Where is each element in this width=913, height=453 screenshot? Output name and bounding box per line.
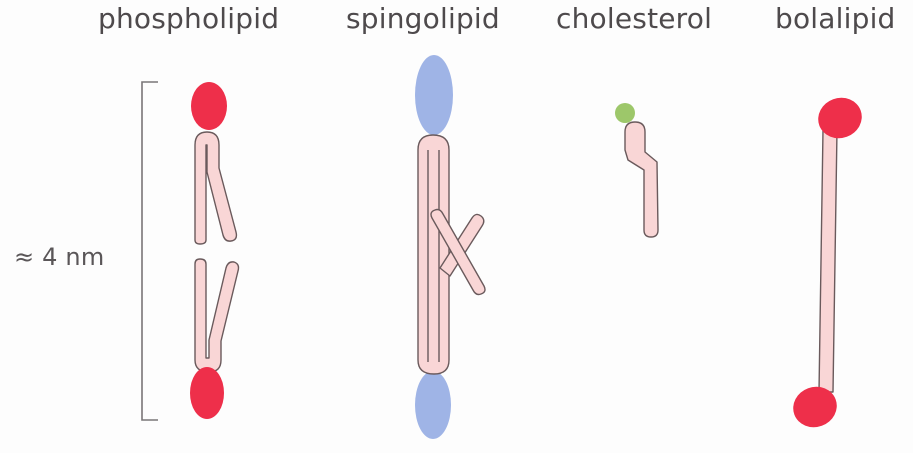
bolalipid-upper-head (812, 92, 867, 145)
cholesterol-head (615, 103, 635, 123)
cholesterol-ring-tail (625, 122, 658, 237)
scale-bracket (142, 82, 158, 420)
spingolipid-tails (418, 135, 485, 374)
phospholipid-lower-tails (195, 259, 239, 372)
phospholipid-lower-head (190, 367, 224, 419)
spingolipid-upper-head (415, 55, 453, 135)
phospholipid-upper-head (191, 82, 227, 130)
phospholipid-upper-tails (195, 132, 236, 244)
phospholipid (190, 82, 239, 419)
bolalipid-chain (819, 130, 837, 392)
bolalipid-lower-head (787, 381, 842, 434)
cholesterol (615, 103, 658, 237)
spingolipid (415, 55, 485, 439)
spingolipid-lower-head (415, 371, 451, 439)
bolalipid (787, 92, 867, 434)
